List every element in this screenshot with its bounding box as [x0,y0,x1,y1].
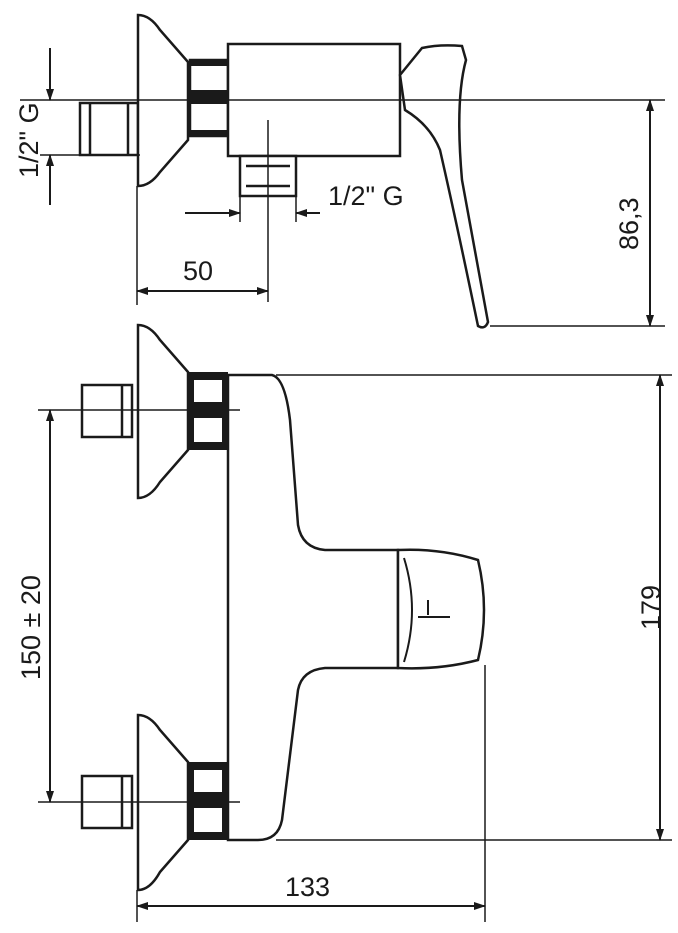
inlet-thread-label: 1/2" G [14,102,44,178]
lever-handle [398,44,490,329]
lever-handle-front [396,548,486,670]
outlet-offset-label: 50 [183,256,213,286]
outlet-thread-label: 1/2" G [328,181,404,211]
upper-inlet-pipe [80,383,134,439]
height-label: 179 [636,585,666,630]
mixer-body [226,373,400,842]
upper-flange [136,323,190,500]
inlet-spacing-label: 150 ± 20 [16,575,46,680]
depth-label: 133 [285,872,330,902]
front-view: 179 150 ± 20 133 [16,323,672,922]
handle-height-label: 86,3 [614,197,644,250]
handle-knob [418,600,450,618]
top-view: 1/2" G 50 1/2" G 86,3 [14,13,665,329]
inlet-pipe [78,101,140,157]
